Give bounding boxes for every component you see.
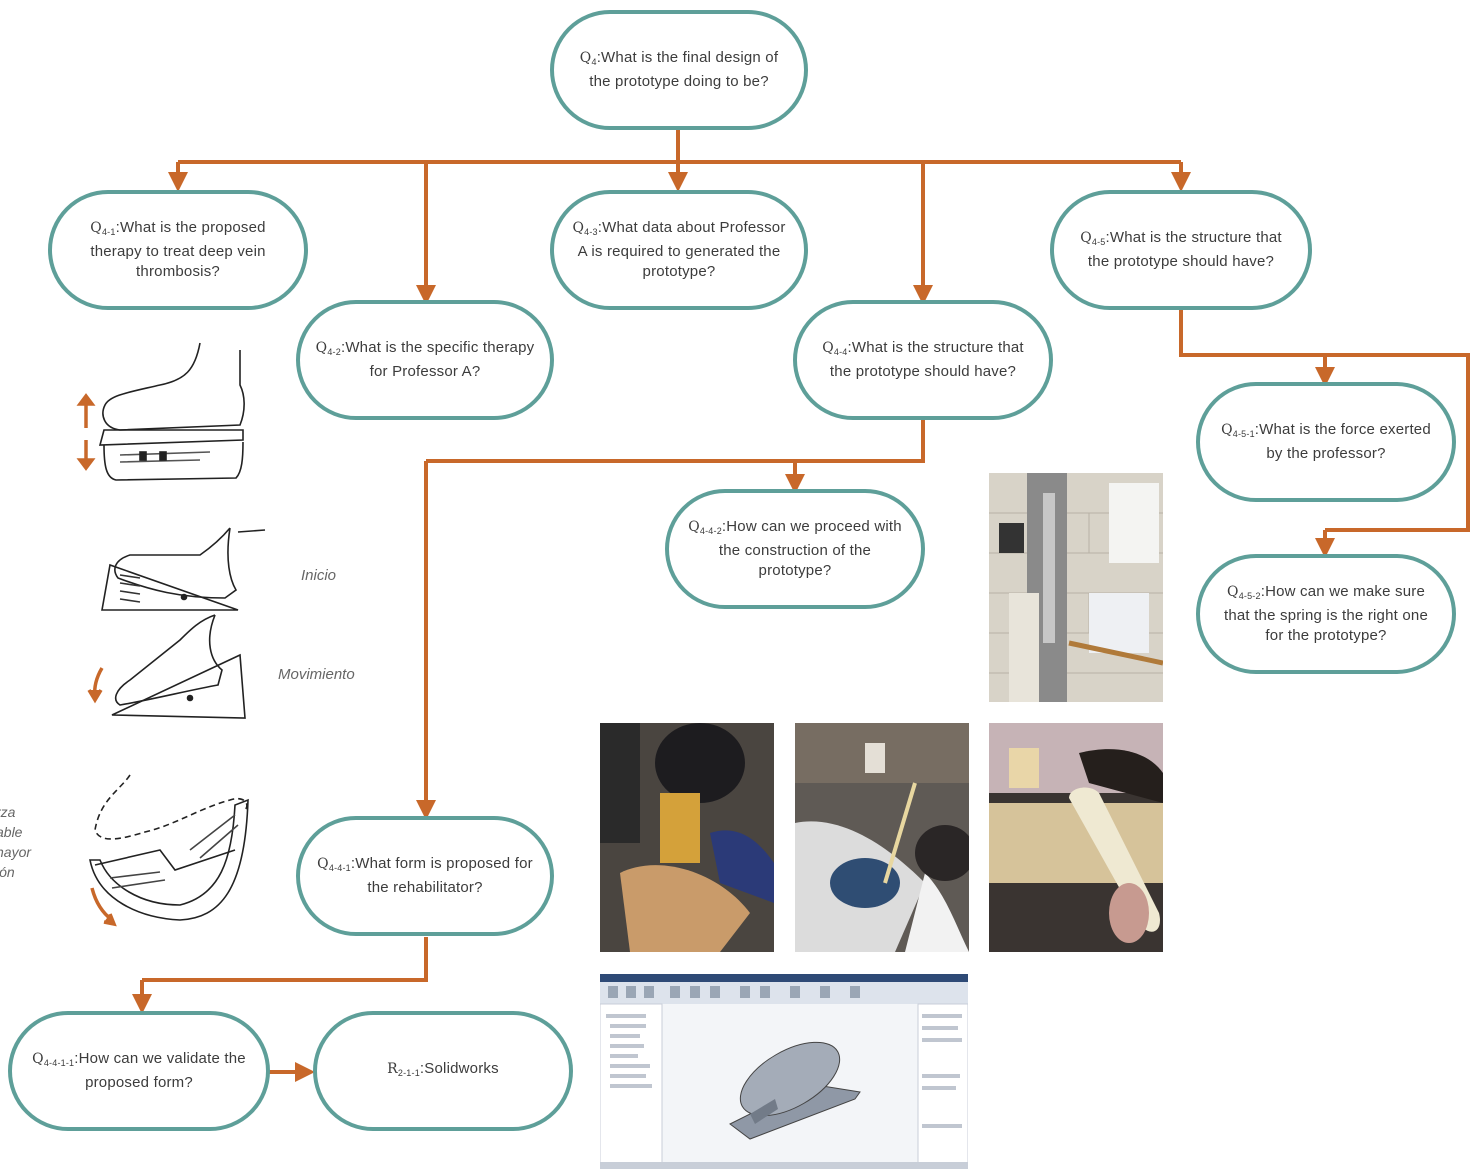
photo-spring-scale [989, 473, 1163, 702]
curved-arrow-icon [87, 667, 104, 704]
node-q4-5: Q4-5:What is the structure that the prot… [1050, 190, 1312, 310]
node-q4-5-1: Q4-5-1:What is the force exerted by the … [1196, 382, 1456, 502]
connector-q4-5-branch [1179, 310, 1470, 532]
foot-rehabilitator-illustration [89, 774, 249, 921]
node-q4-2: Q4-2:What is the specific therapy for Pr… [296, 300, 554, 420]
node-q4-5-2: Q4-5-2:How can we make sure that the spr… [1196, 554, 1456, 674]
connector-root-to-children [178, 130, 1181, 164]
up-down-arrow-icon [76, 393, 96, 471]
node-r2-1-1: R2-1-1:Solidworks [313, 1011, 573, 1131]
photo-painting [795, 723, 969, 952]
caption-start: Inicio [301, 567, 337, 584]
foot-wedge-start-illustration [101, 527, 266, 611]
node-q4-4-1-1: Q4-4-1-1:How can we validate the propose… [8, 1011, 270, 1131]
connector-q4-4-1-branch [142, 937, 428, 982]
photo-drilling [600, 723, 774, 952]
connector-q4-4-branch [426, 420, 925, 463]
node-q4-4-2: Q4-4-2:How can we proceed with the const… [665, 489, 925, 609]
photo-sole [989, 723, 1163, 952]
node-q4-3: Q4-3:What data about Professor A is requ… [550, 190, 808, 310]
node-q4: Q4:What is the final design of the proto… [550, 10, 808, 130]
curved-arrow-down-icon [90, 887, 117, 927]
node-q4-1: Q4-1:What is the proposed therapy to tre… [48, 190, 308, 310]
foot-wedge-movement-illustration [111, 614, 246, 719]
foot-rocker-illustration [98, 342, 245, 481]
caption-movement: Movimiento [278, 666, 355, 683]
screenshot-solidworks [600, 974, 968, 1169]
node-q4-4-1: Q4-4-1:What form is proposed for the reh… [296, 816, 554, 936]
node-q4-4: Q4-4:What is the structure that the prot… [793, 300, 1053, 420]
